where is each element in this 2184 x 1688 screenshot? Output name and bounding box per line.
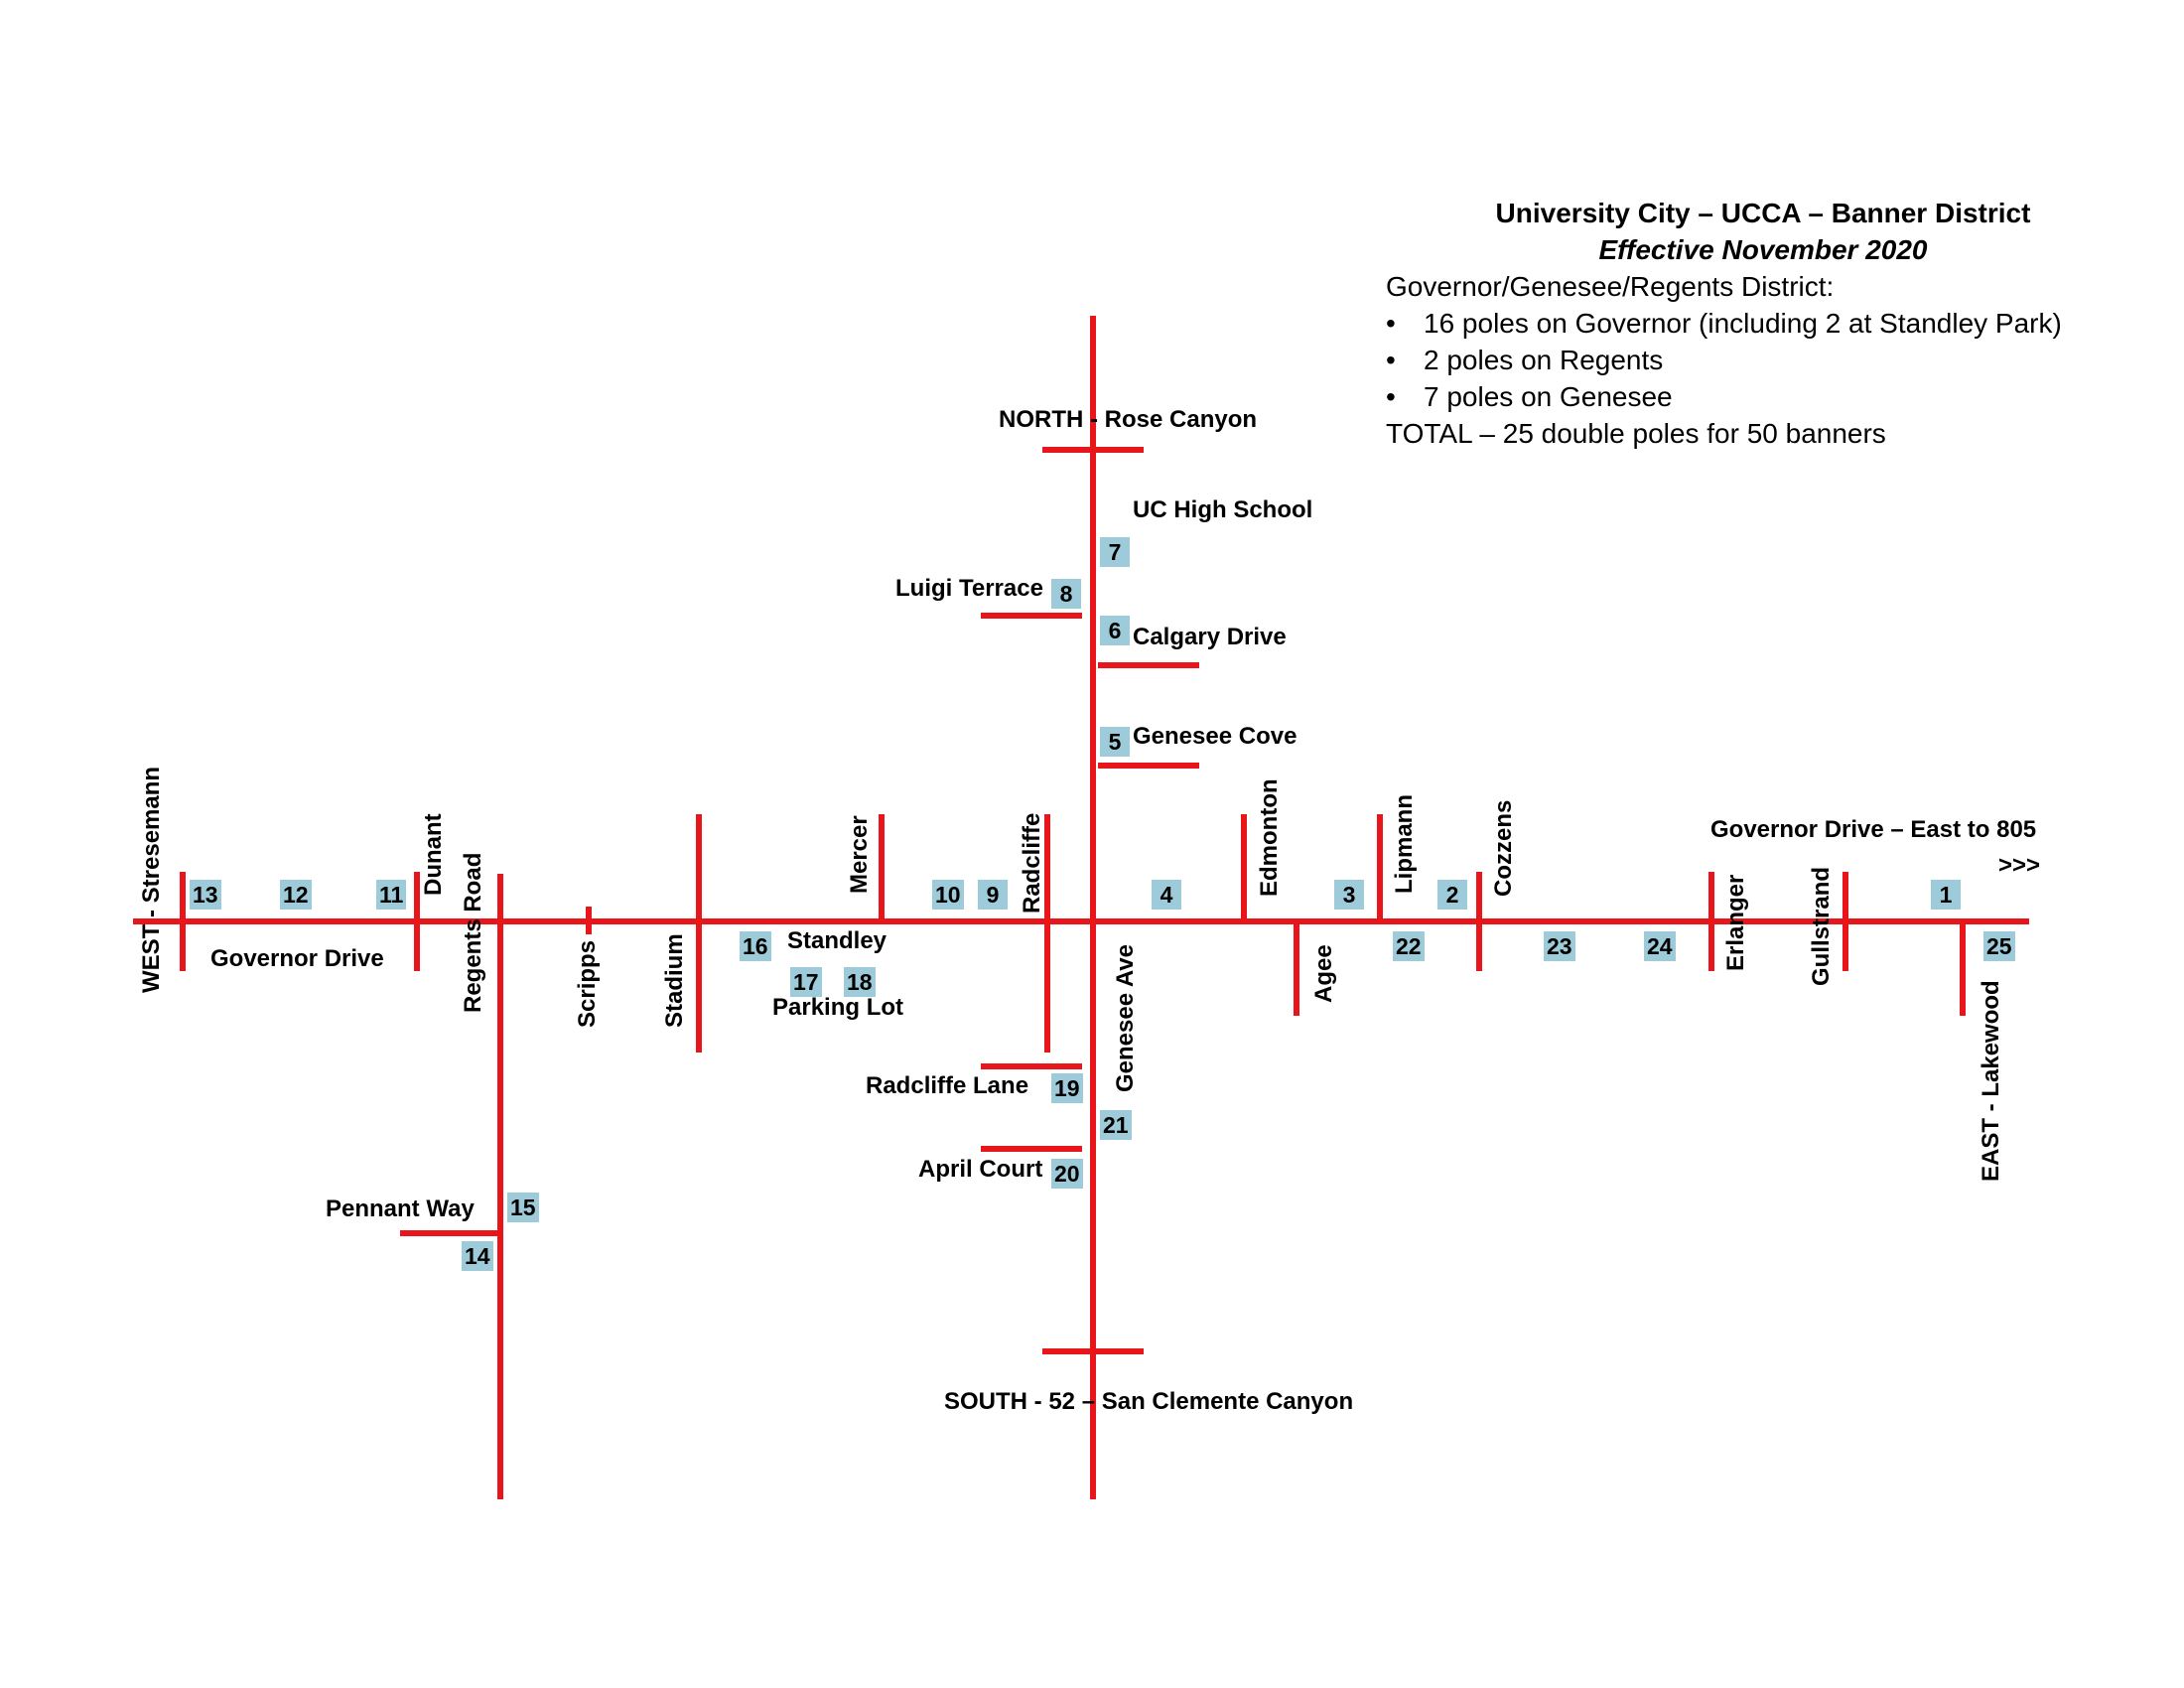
info-block: University City – UCCA – Banner District… — [1386, 195, 2101, 452]
pole-marker: 24 — [1644, 931, 1676, 961]
gullstrand-road — [1843, 872, 1848, 971]
april-court-label: April Court — [918, 1156, 1043, 1183]
erlanger-label: Erlanger — [1722, 874, 1749, 971]
dunant-road — [414, 872, 420, 971]
east-lakewood-label: EAST - Lakewood — [1978, 980, 2004, 1182]
gullstrand-label: Gullstrand — [1808, 866, 1835, 986]
genesee-ave-label: Genesee Ave — [1112, 944, 1139, 1092]
pole-marker: 10 — [932, 880, 964, 910]
edmonton-label: Edmonton — [1256, 778, 1283, 897]
pole-marker: 12 — [280, 880, 312, 910]
stadium-road — [696, 814, 702, 1053]
pole-marker: 16 — [740, 931, 771, 961]
map-subtitle: Effective November 2020 — [1598, 234, 1928, 265]
radcliffe-road — [1044, 814, 1050, 1053]
calgary-drive-label: Calgary Drive — [1133, 624, 1287, 650]
bullet: • — [1386, 308, 1396, 339]
genesee-cove-label: Genesee Cove — [1133, 723, 1297, 750]
list-item: •2 poles on Regents — [1386, 342, 2101, 378]
pole-marker: 11 — [376, 880, 407, 910]
east-arrows: >>> — [1998, 852, 2041, 879]
stresemann-road — [180, 872, 186, 971]
stadium-label: Stadium — [661, 933, 688, 1028]
pennant-way-label: Pennant Way — [326, 1196, 475, 1222]
south-label: SOUTH - 52 – San Clemente Canyon — [944, 1388, 1354, 1415]
list-item: •7 poles on Genesee — [1386, 378, 2101, 415]
regents-road-label: Regents Road — [460, 852, 486, 1013]
dunant-label: Dunant — [420, 813, 447, 896]
pole-marker: 1 — [1931, 880, 1961, 910]
scripps-label: Scripps — [574, 939, 601, 1028]
pole-marker: 13 — [190, 880, 221, 910]
north-crossbar — [1042, 447, 1144, 453]
radcliffe-lane-label: Radcliffe Lane — [866, 1072, 1029, 1099]
pole-marker: 2 — [1437, 880, 1467, 910]
pole-marker: 3 — [1334, 880, 1364, 910]
total-line: TOTAL – 25 double poles for 50 banners — [1386, 418, 1886, 449]
pole-marker: 9 — [978, 880, 1008, 910]
pole-marker: 6 — [1100, 616, 1130, 645]
genesee-cove-road — [1098, 763, 1199, 769]
genesee-ave-road — [1090, 316, 1096, 1499]
scripps-road — [586, 907, 592, 934]
pole-summary-list: •16 poles on Governor (including 2 at St… — [1386, 305, 2101, 415]
edmonton-road — [1241, 814, 1247, 923]
pole-marker: 21 — [1100, 1110, 1132, 1140]
district-line: Governor/Genesee/Regents District: — [1386, 271, 1835, 302]
pole-marker: 17 — [790, 967, 822, 997]
pole-marker: 4 — [1152, 880, 1181, 910]
calgary-drive-road — [1098, 662, 1199, 668]
west-stresemann-label: WEST - Stresemann — [138, 766, 165, 993]
pole-marker: 8 — [1051, 579, 1081, 609]
north-label: NORTH - Rose Canyon — [999, 406, 1258, 433]
pennant-way-road — [400, 1230, 499, 1236]
list-item: •16 poles on Governor (including 2 at St… — [1386, 305, 2101, 342]
radcliffe-lane-road — [981, 1063, 1082, 1069]
pole-marker: 5 — [1100, 727, 1130, 757]
pole-marker: 23 — [1544, 931, 1575, 961]
pole-marker: 7 — [1100, 537, 1130, 567]
agee-road — [1294, 918, 1299, 1016]
regents-road — [497, 874, 503, 1499]
governor-drive-label: Governor Drive — [210, 945, 384, 972]
mercer-road — [879, 814, 885, 923]
south-crossbar — [1042, 1348, 1144, 1354]
pole-marker: 15 — [507, 1193, 539, 1222]
uc-high-school-label: UC High School — [1133, 496, 1313, 523]
standley-label: Standley — [787, 927, 887, 954]
lakewood-road — [1960, 918, 1966, 1016]
luigi-terrace-road — [981, 613, 1082, 619]
bullet: • — [1386, 381, 1396, 412]
april-court-road — [981, 1146, 1082, 1152]
radcliffe-label: Radcliffe — [1019, 812, 1045, 914]
luigi-terrace-label: Luigi Terrace — [895, 575, 1043, 602]
pole-marker: 14 — [462, 1241, 493, 1271]
pole-marker: 20 — [1051, 1159, 1083, 1189]
pole-marker: 25 — [1983, 931, 2015, 961]
erlanger-road — [1708, 872, 1714, 971]
mercer-label: Mercer — [846, 815, 873, 894]
map-title: University City – UCCA – Banner District — [1495, 198, 2031, 228]
lipmann-label: Lipmann — [1391, 794, 1418, 894]
pole-marker: 19 — [1051, 1073, 1083, 1103]
cozzens-label: Cozzens — [1490, 799, 1517, 897]
pole-marker: 22 — [1393, 931, 1425, 961]
lipmann-road — [1377, 814, 1383, 923]
governor-east-label: Governor Drive – East to 805 — [1710, 816, 2037, 843]
cozzens-road — [1476, 872, 1482, 971]
parking-lot-label: Parking Lot — [772, 994, 904, 1021]
pole-marker: 18 — [844, 967, 876, 997]
governor-drive-road — [133, 918, 2029, 924]
bullet: • — [1386, 345, 1396, 375]
agee-label: Agee — [1310, 944, 1337, 1003]
